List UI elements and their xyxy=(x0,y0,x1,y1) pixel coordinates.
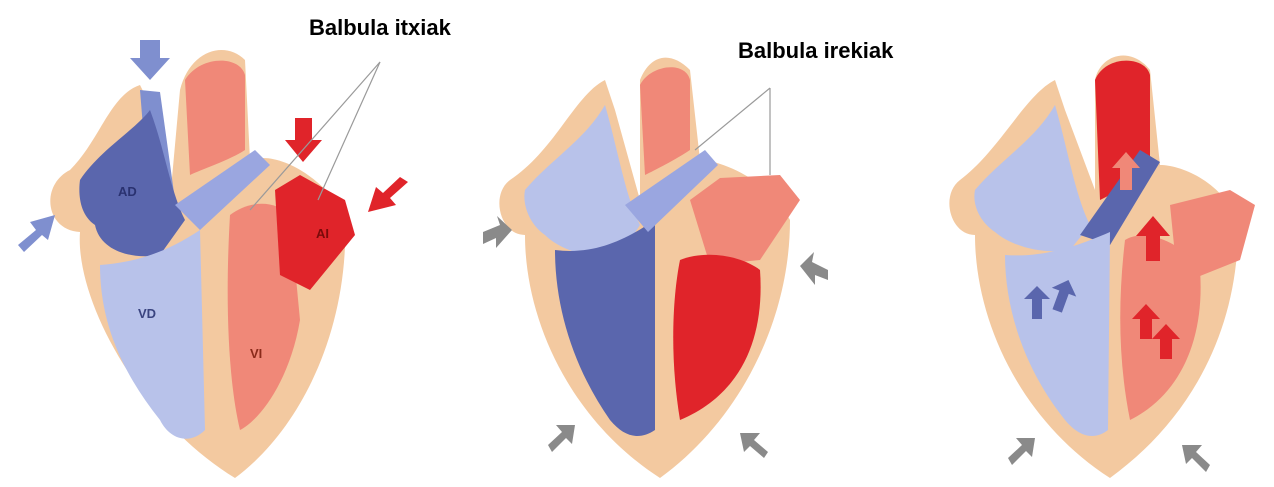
contraction-arrow-icon xyxy=(800,252,828,285)
contraction-arrow-icon xyxy=(548,425,575,452)
label-right-ventricle: VD xyxy=(138,306,156,321)
oxygenated-inflow-arrow-icon xyxy=(285,118,322,162)
leader-line xyxy=(695,88,770,150)
blood-inflow-arrow-icon xyxy=(130,40,170,80)
callout-open-valves-text: Balbula irekiak xyxy=(738,38,894,63)
heart-diastole-valves-open xyxy=(483,58,828,478)
left-atrium xyxy=(275,175,355,290)
label-right-atrium: AD xyxy=(118,184,137,199)
left-ventricle xyxy=(673,255,760,420)
heart-diastole-valves-closed: AD VD VI AI xyxy=(18,40,408,478)
callout-closed-valves-text: Balbula itxiak xyxy=(309,15,452,40)
contraction-arrow-icon xyxy=(1008,438,1035,465)
callout-open-valves: Balbula irekiak xyxy=(695,38,894,175)
right-ventricle xyxy=(555,220,655,436)
leader-line xyxy=(318,62,380,200)
blood-inflow-arrow-icon xyxy=(18,215,55,252)
right-ventricle xyxy=(1005,232,1110,436)
heart-systole xyxy=(949,56,1255,478)
contraction-arrow-icon xyxy=(1182,445,1210,472)
oxygenated-inflow-arrow-icon xyxy=(368,177,408,212)
label-left-ventricle: VI xyxy=(250,346,262,361)
label-left-atrium: AI xyxy=(316,226,329,241)
contraction-arrow-icon xyxy=(740,433,768,458)
